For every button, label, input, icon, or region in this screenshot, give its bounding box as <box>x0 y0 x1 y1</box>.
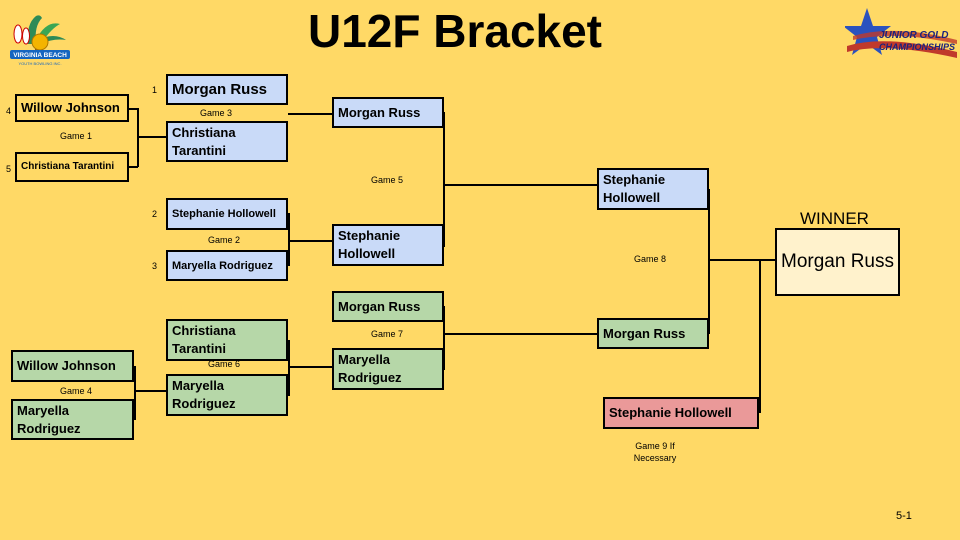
game-label-7: Game 7 <box>371 329 404 339</box>
game-label-2: Game 2 <box>208 235 241 245</box>
connector-line <box>443 333 597 335</box>
bracket-slot-g3-top: Morgan Russ <box>166 74 288 105</box>
junior-gold-logo-icon: JUNIOR GOLD CHAMPIONSHIPS <box>843 6 957 62</box>
connector-line <box>443 112 445 247</box>
game-label-1: Game 1 <box>60 131 93 141</box>
bracket-slot-g5-top: Morgan Russ <box>332 97 444 128</box>
bracket-slot-g8-bottom: Morgan Russ <box>597 318 709 349</box>
game-label-9: Game 9 If Necessary <box>633 441 677 463</box>
connector-line <box>288 213 290 266</box>
connector-line <box>134 390 166 392</box>
seed-2: 2 <box>152 209 158 219</box>
page-title: U12F Bracket <box>307 5 603 57</box>
bracket-slot-g7-top: Morgan Russ <box>332 291 444 322</box>
connector-line <box>137 136 167 138</box>
bracket-slot-g8-top: Stephanie Hollowell <box>597 168 709 210</box>
bracket-slot-g6-top: Christiana Tarantini <box>166 319 288 361</box>
connector-line <box>288 240 332 242</box>
connector-line <box>288 366 332 368</box>
seed-5: 5 <box>6 164 12 174</box>
left-logo-subtext: YOUTH BOWLING INC. <box>18 61 61 66</box>
connector-line <box>129 108 138 110</box>
game-label-5: Game 5 <box>371 175 404 185</box>
bracket-slot-g6-bottom: Maryella Rodriguez <box>166 374 288 416</box>
bracket-slot-g2-top: Stephanie Hollowell <box>166 198 288 230</box>
left-logo-text: VIRGINIA BEACH <box>13 52 67 59</box>
seed-4: 4 <box>6 106 12 116</box>
game-label-6: Game 6 <box>208 359 241 369</box>
bracket-slot-g5-bottom: Stephanie Hollowell <box>332 224 444 266</box>
page-number: 5-1 <box>896 510 912 522</box>
bracket-slot-g1-top: Willow Johnson <box>15 94 129 122</box>
bracket-slot-g4-top: Willow Johnson <box>11 350 134 382</box>
right-logo-text: JUNIOR GOLD <box>879 30 948 41</box>
seed-1: 1 <box>152 85 158 95</box>
connector-line <box>443 306 445 370</box>
seed-3: 3 <box>152 261 158 271</box>
bracket-slot-g4-bottom: Maryella Rodriguez <box>11 399 134 440</box>
bracket-slot-g9: Stephanie Hollowell <box>603 397 759 429</box>
right-logo-subtext: CHAMPIONSHIPS <box>879 42 955 52</box>
winner-box: Morgan Russ <box>775 228 900 296</box>
bracket-slot-g7-bottom: Maryella Rodriguez <box>332 348 444 390</box>
game-label-3: Game 3 <box>200 108 233 118</box>
bracket-slot-g1-bottom: Christiana Tarantini <box>15 152 129 182</box>
bracket-slot-g3-bottom: Christiana Tarantini <box>166 121 288 162</box>
connector-line <box>443 184 597 186</box>
connector-line <box>288 340 290 396</box>
connector-line <box>708 259 775 261</box>
connector-line <box>759 259 761 413</box>
game-label-8: Game 8 <box>634 254 667 264</box>
connector-line <box>129 166 138 168</box>
connector-line <box>134 366 136 420</box>
game-label-4: Game 4 <box>60 386 93 396</box>
bracket-slot-g2-bottom: Maryella Rodriguez <box>166 250 288 281</box>
connector-line <box>708 189 710 334</box>
virginia-beach-logo-icon: VIRGINIA BEACH YOUTH BOWLING INC. <box>6 10 74 68</box>
connector-line <box>288 113 332 115</box>
winner-label: WINNER <box>800 209 869 228</box>
